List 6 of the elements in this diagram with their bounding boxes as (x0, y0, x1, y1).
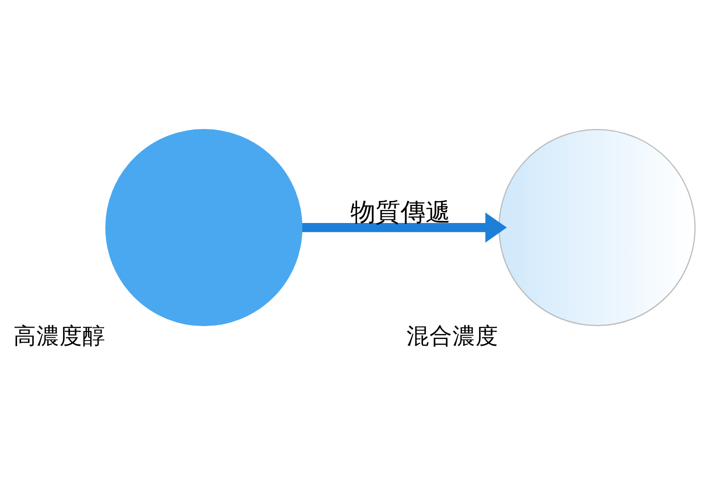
edge-label: 物質傳遞 (350, 197, 450, 226)
node-circle (498, 128, 696, 326)
node-label: 高濃度醇 (13, 324, 106, 350)
node-label: 混合濃度 (406, 324, 499, 350)
node-circle (105, 128, 302, 326)
arrow (302, 212, 507, 243)
